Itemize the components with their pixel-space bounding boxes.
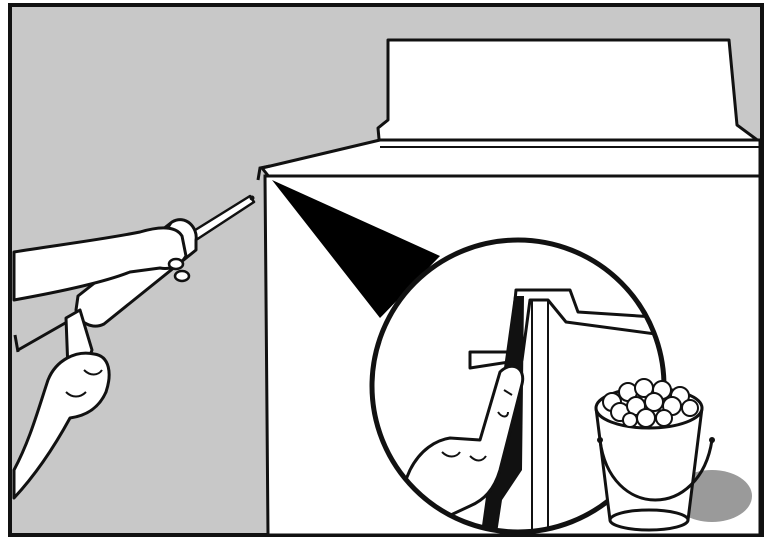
illustration-scene bbox=[0, 0, 767, 539]
illustration-svg bbox=[0, 0, 767, 539]
